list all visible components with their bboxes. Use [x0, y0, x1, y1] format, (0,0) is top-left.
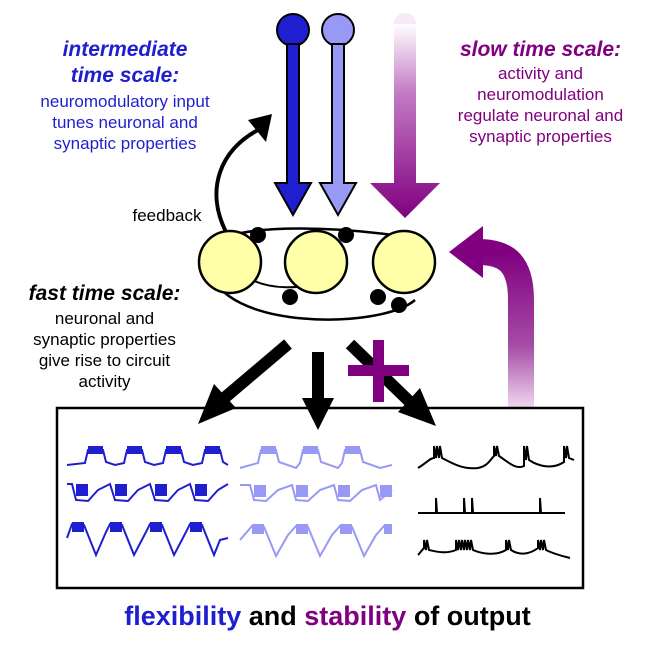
black-spike-traces [417, 445, 575, 559]
neuron-3 [371, 229, 437, 295]
circuit [197, 227, 437, 321]
synapse-icon [282, 289, 298, 305]
synapse-icon [370, 289, 386, 305]
fast-body-line4: activity [78, 372, 131, 391]
synapse-icon [338, 227, 354, 243]
intermediate-title-line1: intermediate [62, 38, 188, 61]
dark-blue-traces [66, 449, 229, 558]
light-blue-input-arrow [318, 13, 358, 218]
intermediate-body-line3: synaptic properties [53, 134, 197, 153]
slow-feedback-arrow [449, 226, 534, 408]
output-box [55, 406, 585, 590]
footer-caption: flexibility and stability of output [0, 601, 655, 631]
footer-flexibility: flexibility [124, 601, 242, 631]
neuron-1 [197, 229, 263, 295]
slow-title: slow time scale: [459, 38, 622, 61]
feedback-arrow [214, 114, 272, 233]
neuron-2 [283, 229, 349, 295]
fast-body-line3: give rise to circuit [38, 351, 171, 370]
intermediate-title-line2: time scale: [70, 64, 180, 87]
synapse-icon [250, 227, 266, 243]
output-arrows [198, 339, 436, 430]
fast-title: fast time scale: [28, 282, 181, 305]
feedback-label: feedback [132, 206, 202, 225]
light-blue-burst-bands [252, 446, 392, 534]
fast-body-line2: synaptic properties [33, 330, 176, 349]
slow-body-line3: regulate neuronal and [457, 106, 624, 125]
footer-stability: stability [304, 601, 407, 631]
footer-and: and [241, 601, 305, 631]
dark-blue-input-arrow [273, 13, 313, 218]
intermediate-body-line1: neuromodulatory input [40, 92, 210, 111]
slow-body-line2: neuromodulation [477, 85, 604, 104]
slow-input-arrow [370, 13, 440, 218]
light-blue-traces [239, 449, 393, 559]
intermediate-body-line2: tunes neuronal and [52, 113, 198, 132]
slow-body-line1: activity and [497, 64, 584, 83]
dark-blue-burst-bands [72, 446, 220, 532]
footer-of-output: of output [406, 601, 531, 631]
plus-sign-icon [348, 340, 409, 402]
slow-body-line4: synaptic properties [469, 127, 612, 146]
synapse-icon [391, 297, 407, 313]
fast-body-line1: neuronal and [54, 309, 155, 328]
